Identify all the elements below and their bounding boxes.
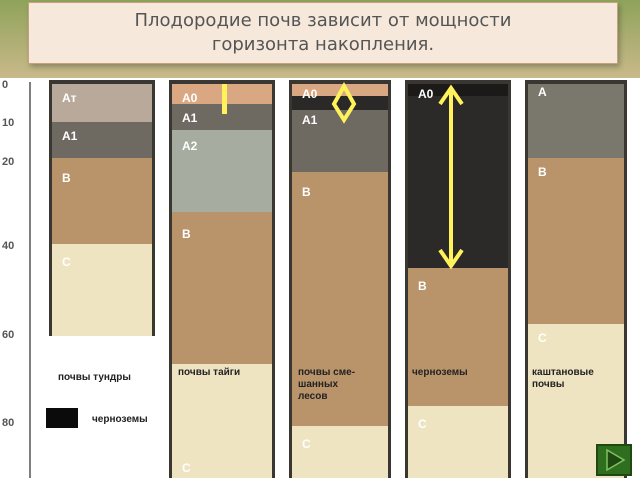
thickness-markers bbox=[222, 81, 464, 270]
depth-tick-10: 10 bbox=[2, 117, 14, 129]
title-box: Плодородие почв зависит от мощности гори… bbox=[28, 2, 618, 64]
soil-horizon-band bbox=[528, 84, 624, 158]
horizon-label-b: B bbox=[62, 171, 71, 185]
depth-axis: 0 10 20 40 60 80 bbox=[2, 79, 31, 478]
column-name: почвы тайги bbox=[178, 367, 240, 378]
horizon-label-a1: A1 bbox=[182, 111, 198, 125]
horizon-label-a1: A1 bbox=[62, 129, 78, 143]
column-name: черноземы bbox=[412, 367, 468, 378]
legend: черноземы bbox=[46, 408, 148, 428]
horizon-label-b: B bbox=[182, 227, 191, 241]
soil-horizon-band bbox=[52, 122, 152, 158]
marker-double-arrow-chernozem bbox=[438, 84, 464, 270]
horizon-label-a1: A1 bbox=[302, 113, 318, 127]
legend-swatch-chernozem bbox=[46, 408, 78, 428]
horizon-label-c: C bbox=[62, 255, 71, 269]
marker-diamond-mixed bbox=[331, 81, 357, 124]
horizon-label-c: C bbox=[182, 461, 191, 475]
column-name: почвы тундры bbox=[58, 372, 131, 383]
column-name: шанных bbox=[298, 379, 339, 390]
horizon-label-c: C bbox=[538, 331, 547, 345]
soil-horizon-band bbox=[408, 96, 508, 268]
horizon-label-c: C bbox=[418, 417, 427, 431]
soil-horizon-band bbox=[408, 406, 508, 478]
soil-horizon-band bbox=[52, 244, 152, 336]
horizon-label-c: C bbox=[302, 437, 311, 451]
horizon-label-a0: A0 bbox=[418, 87, 434, 101]
soil-horizon-band bbox=[292, 96, 388, 110]
soil-horizon-band bbox=[52, 158, 152, 244]
horizon-label-a0: A0 bbox=[182, 91, 198, 105]
depth-tick-40: 40 bbox=[2, 240, 14, 252]
play-arrow-icon bbox=[606, 448, 626, 472]
next-slide-button[interactable] bbox=[596, 444, 632, 476]
depth-tick-80: 80 bbox=[2, 417, 14, 429]
soil-horizon-band bbox=[172, 130, 272, 212]
soil-horizon-band bbox=[292, 426, 388, 478]
horizon-label-a: A bbox=[538, 85, 547, 99]
soil-horizon-band bbox=[408, 84, 508, 96]
horizon-label-a0: A0 bbox=[302, 87, 318, 101]
soil-horizon-band bbox=[292, 172, 388, 426]
soil-horizon-band bbox=[172, 364, 272, 478]
column-name: лесов bbox=[298, 391, 327, 402]
horizon-label-a_t: Aт bbox=[62, 91, 77, 105]
slide-title: Плодородие почв зависит от мощности гори… bbox=[134, 10, 512, 55]
horizon-label-a2: A2 bbox=[182, 139, 198, 153]
soil-horizon-band bbox=[292, 110, 388, 172]
soil-horizon-band bbox=[528, 158, 624, 324]
column-name: каштановые bbox=[532, 367, 594, 378]
depth-tick-20: 20 bbox=[2, 156, 14, 168]
column-name: почвы bbox=[532, 379, 564, 390]
soil-horizon-band bbox=[408, 268, 508, 406]
marker-bar-taiga bbox=[222, 84, 227, 114]
legend-label: черноземы bbox=[92, 414, 148, 425]
column-name: почвы сме- bbox=[298, 367, 355, 378]
soil-horizon-band bbox=[52, 84, 152, 122]
horizon-label-b: B bbox=[538, 165, 547, 179]
soil-horizon-band bbox=[172, 212, 272, 364]
depth-tick-0: 0 bbox=[2, 79, 8, 91]
horizon-label-b: B bbox=[418, 279, 427, 293]
horizon-label-b: B bbox=[302, 185, 311, 199]
depth-tick-60: 60 bbox=[2, 329, 14, 341]
